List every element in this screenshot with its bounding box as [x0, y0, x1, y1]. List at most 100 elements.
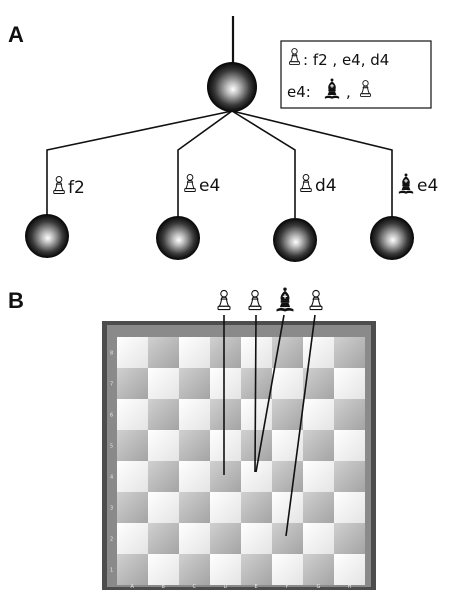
file-label: H [348, 584, 352, 590]
board-square-f7 [272, 368, 303, 399]
white-pawn-icon [217, 289, 231, 311]
board-square-g6 [303, 399, 334, 430]
board-square-h6 [334, 399, 365, 430]
board-square-g2 [303, 523, 334, 554]
top-piece-row [217, 287, 323, 313]
legend-box: : f2 , e4, d4 e4: , [280, 40, 432, 109]
file-label: G [317, 584, 321, 590]
white-pawn-icon [300, 174, 312, 192]
child-node-f2 [25, 214, 69, 258]
board-square-d4 [210, 461, 241, 492]
decision-tree: f2 e4 d4 e4 : f2 , e4, d4 e4: , [25, 16, 438, 262]
move-line-e4-pawn [254, 314, 257, 473]
board-square-b6 [148, 399, 179, 430]
board-square-g4 [303, 461, 334, 492]
branch-label-e4: e4 [199, 176, 220, 196]
board-square-b7 [148, 368, 179, 399]
board-square-b5 [148, 430, 179, 461]
legend-frame [280, 40, 432, 109]
board-square-e3 [241, 492, 272, 523]
panel-a-label: A [8, 22, 24, 47]
rank-label: 7 [110, 382, 113, 388]
board-square-e2 [241, 523, 272, 554]
board-square-d1 [210, 554, 241, 585]
board-square-b2 [148, 523, 179, 554]
board-squares [117, 337, 365, 585]
chessboard-panel: 8 7 6 5 4 3 2 1 A B C D E F G H [102, 287, 376, 590]
board-square-d7 [210, 368, 241, 399]
tree-edges [46, 110, 393, 218]
board-square-e1 [241, 554, 272, 585]
move-line-e4-bishop [255, 314, 285, 473]
tree-edge-f2 [46, 110, 233, 215]
rank-labels: 8 7 6 5 4 3 2 1 [110, 351, 113, 574]
board-square-a2 [117, 523, 148, 554]
rank-label: 4 [110, 475, 113, 481]
legend-line-2-prefix: e4: [287, 83, 311, 101]
board-square-c3 [179, 492, 210, 523]
white-pawn-icon [248, 289, 262, 311]
rank-label: 2 [110, 537, 113, 543]
branch-label-f2: f2 [68, 178, 85, 198]
file-label: C [193, 584, 197, 590]
board-square-a7 [117, 368, 148, 399]
board-square-c7 [179, 368, 210, 399]
legend-line-2-separator: , [346, 83, 351, 101]
board-square-h1 [334, 554, 365, 585]
rank-label: 5 [110, 444, 113, 450]
black-bishop-icon [275, 287, 295, 313]
board-square-d2 [210, 523, 241, 554]
white-pawn-icon [309, 289, 323, 311]
board-square-a4 [117, 461, 148, 492]
child-node-bishop-e4 [370, 216, 414, 260]
board-square-d8 [210, 337, 241, 368]
branch-label-d4: d4 [315, 176, 337, 196]
board-square-g1 [303, 554, 334, 585]
move-line-f2 [285, 314, 316, 537]
rank-label: 1 [110, 568, 113, 574]
rank-label: 3 [110, 506, 113, 512]
board-square-h8 [334, 337, 365, 368]
board-square-a6 [117, 399, 148, 430]
board-square-h2 [334, 523, 365, 554]
board-square-d6 [210, 399, 241, 430]
file-label: A [131, 584, 135, 590]
file-label: E [255, 584, 258, 590]
board-square-h7 [334, 368, 365, 399]
board-square-e6 [241, 399, 272, 430]
file-labels: A B C D E F G H [131, 584, 352, 590]
branch-label-bishop-e4: e4 [417, 176, 438, 196]
board-square-f4 [272, 461, 303, 492]
board-square-a8 [117, 337, 148, 368]
white-pawn-icon [184, 174, 196, 192]
file-label: D [224, 584, 228, 590]
board-square-g3 [303, 492, 334, 523]
rank-label: 6 [110, 413, 113, 419]
rank-label: 8 [110, 351, 113, 357]
panel-b-label: B [8, 288, 24, 313]
board-square-c4 [179, 461, 210, 492]
board-square-h4 [334, 461, 365, 492]
board-square-g8 [303, 337, 334, 368]
board-square-g5 [303, 430, 334, 461]
child-node-d4 [273, 218, 317, 262]
file-label: F [286, 584, 289, 590]
board-square-d5 [210, 430, 241, 461]
board-square-a5 [117, 430, 148, 461]
board-square-b8 [148, 337, 179, 368]
board-square-c2 [179, 523, 210, 554]
board-square-e5 [241, 430, 272, 461]
tree-edge-e4 [177, 110, 233, 218]
branch-labels: f2 e4 d4 e4 [53, 173, 438, 198]
legend-line-1-text: : f2 , e4, d4 [303, 51, 389, 69]
child-node-e4 [156, 216, 200, 260]
board-square-e7 [241, 368, 272, 399]
board-square-b3 [148, 492, 179, 523]
board-square-h5 [334, 430, 365, 461]
tree-edge-bishop-e4 [231, 110, 393, 218]
root-node [207, 62, 257, 112]
board-square-c5 [179, 430, 210, 461]
file-label: B [162, 584, 166, 590]
white-pawn-icon [53, 176, 65, 194]
